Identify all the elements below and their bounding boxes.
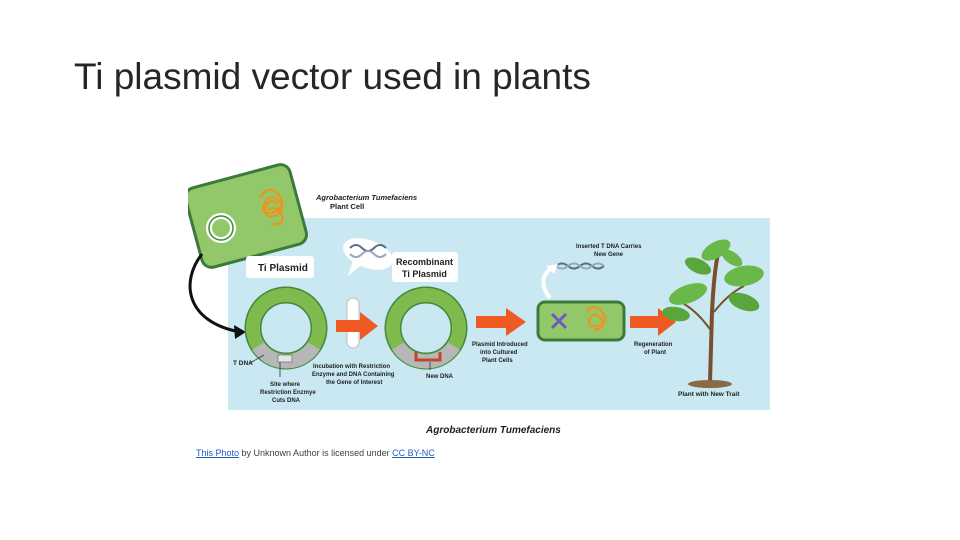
plant-cell bbox=[536, 300, 626, 342]
cell-to-plasmid-arrow bbox=[188, 253, 241, 334]
inserted-tdna-line1: Inserted T DNA Carries bbox=[576, 244, 642, 250]
cell-to-plasmid-arrowhead bbox=[234, 325, 246, 339]
arrow-to-recombinant bbox=[336, 312, 378, 340]
regeneration-line1: Regeneration bbox=[634, 342, 673, 348]
dna-to-cell-arrowhead bbox=[546, 264, 558, 274]
bottom-title: Agrobacterium Tumefaciens bbox=[425, 425, 561, 436]
ti-plasmid-label-box bbox=[246, 256, 314, 278]
plasmid-introduced-line1: Plasmid Introduced bbox=[472, 342, 528, 348]
plasmid-introduced-line2: into Cultured bbox=[480, 350, 518, 356]
attribution-caption: This Photo by Unknown Author is licensed… bbox=[196, 448, 435, 458]
agrobacterium-cell bbox=[188, 163, 309, 269]
recombinant-label-box bbox=[392, 252, 458, 282]
agro-cell-label-line2: Plant Cell bbox=[330, 202, 364, 211]
incubation-label-line2: Enzyme and DNA Containing bbox=[312, 372, 395, 378]
ti-plasmid-label: Ti Plasmid bbox=[258, 263, 308, 274]
incubation-label-line1: Incubation with Restriction bbox=[313, 364, 390, 370]
inserted-dna-strand bbox=[555, 262, 605, 270]
photo-link[interactable]: This Photo bbox=[196, 448, 240, 458]
incubation-label-line3: the Gene of Interest bbox=[326, 380, 382, 386]
t-dna-pointer bbox=[249, 354, 265, 364]
new-dna-label: New DNA bbox=[426, 374, 454, 380]
gene-bubble bbox=[343, 238, 393, 276]
diagram-bottom-band bbox=[228, 410, 770, 440]
license-link[interactable]: CC BY-NC bbox=[392, 448, 435, 458]
plant-with-new-trait bbox=[662, 239, 764, 388]
site-label-line3: Cuts DNA bbox=[272, 398, 301, 404]
recombinant-label-line1: Recombinant bbox=[396, 257, 453, 267]
agro-cell-label-line1: Agrobacterium Tumefaciens bbox=[315, 193, 417, 202]
slide-title: Ti plasmid vector used in plants bbox=[74, 56, 591, 97]
plant-new-trait-label: Plant with New Trait bbox=[678, 391, 740, 398]
ti-plasmid-ring bbox=[244, 286, 328, 370]
plasmid-introduced-line3: Plant Cells bbox=[482, 358, 513, 364]
arrow-to-plant-cell bbox=[476, 308, 526, 336]
ti-plasmid-diagram: Agrobacterium Tumefaciens Plant Cell Ti … bbox=[188, 162, 772, 440]
t-dna-label: T DNA bbox=[233, 360, 253, 367]
regeneration-line2: of Plant bbox=[644, 350, 666, 356]
caption-text: by Unknown Author is licensed under bbox=[239, 448, 393, 458]
site-label-line1: Site where bbox=[270, 382, 301, 388]
recombinant-plasmid-ring bbox=[384, 286, 468, 370]
site-label-line2: Restriction Enzmye bbox=[260, 390, 316, 396]
recombinant-label-line2: Ti Plasmid bbox=[402, 269, 447, 279]
inserted-tdna-line2: New Gene bbox=[594, 252, 624, 258]
